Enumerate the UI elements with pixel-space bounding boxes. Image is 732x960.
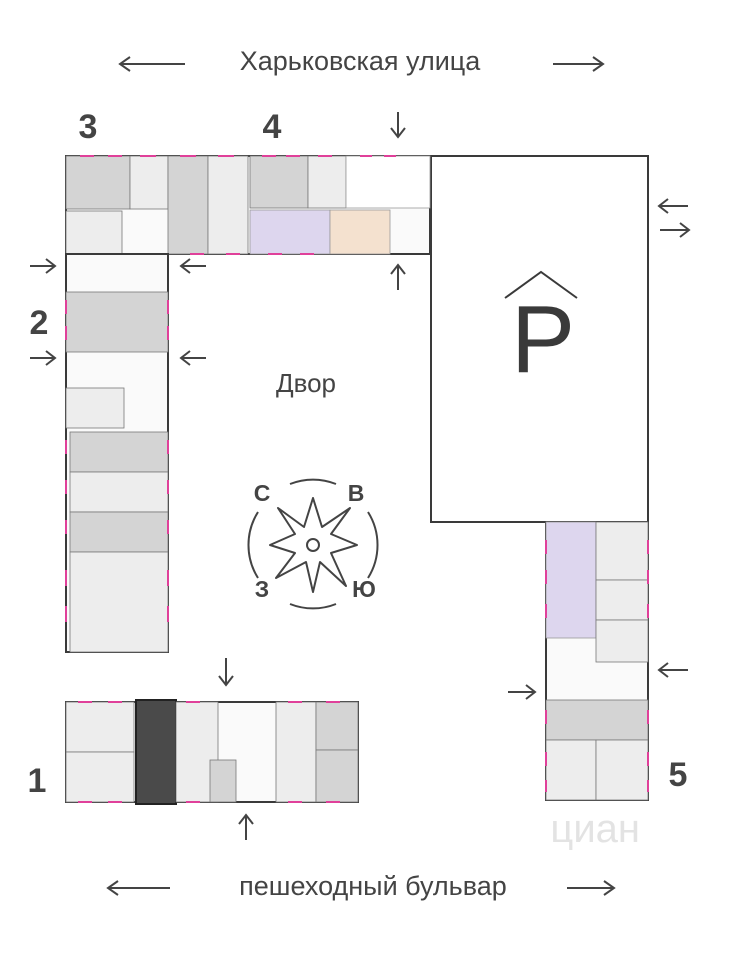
watermark: циан <box>550 807 640 851</box>
section-number-1: 1 <box>28 762 47 800</box>
parking: P <box>430 155 649 523</box>
building-right-wing <box>545 521 649 801</box>
yard-label: Двор <box>276 368 336 398</box>
compass-north: С <box>254 480 271 506</box>
building-left-wing <box>65 253 169 653</box>
section-number-2: 2 <box>30 304 49 342</box>
compass-south: Ю <box>352 576 376 602</box>
compass: С В З Ю <box>247 478 379 610</box>
entrance-arrows <box>30 112 691 840</box>
street-label-top: Харьковская улица <box>240 46 482 76</box>
street-arrows <box>106 56 616 896</box>
building-top-wing <box>65 155 431 255</box>
building-bottom-wing <box>65 699 359 805</box>
section-number-3: 3 <box>79 108 98 146</box>
street-label-bottom: пешеходный бульвар <box>239 871 507 901</box>
compass-east: В <box>348 480 365 506</box>
compass-west: З <box>255 576 269 602</box>
section-number-4: 4 <box>263 108 282 146</box>
section-number-5: 5 <box>669 756 688 794</box>
parking-letter: P <box>511 286 575 393</box>
